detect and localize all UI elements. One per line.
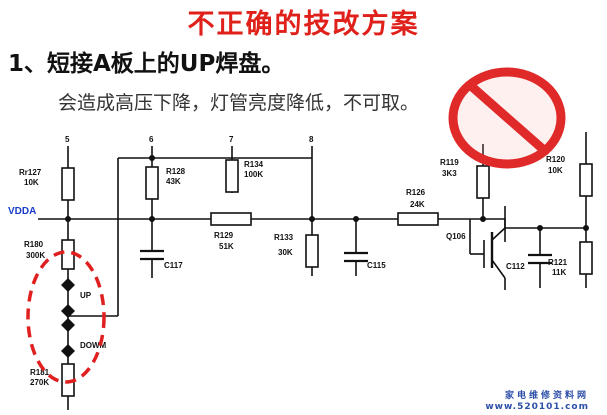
c115-ref: C115 [367, 261, 386, 270]
r134-value: 100K [244, 170, 263, 179]
pin-8-label: 8 [309, 135, 314, 144]
slide-title: 不正确的技改方案 [187, 9, 420, 40]
no-sign-icon [448, 67, 566, 169]
resistor-r127 [61, 167, 75, 201]
pad-down-label: DOWM [80, 341, 107, 350]
r134-ref: R134 [244, 160, 264, 169]
r181-value: 270K [30, 378, 49, 387]
r180-value: 300K [26, 251, 45, 260]
r119-value: 3K3 [442, 169, 457, 178]
resistor-r128 [145, 166, 159, 200]
r128-ref: R128 [166, 167, 186, 176]
r120-ref: R120 [546, 155, 566, 164]
capacitor-c115 [344, 251, 368, 263]
r121-ref: R121 [548, 258, 568, 267]
r126-ref: R126 [406, 188, 426, 197]
resistor-r129 [210, 212, 252, 226]
pin-7-label: 7 [229, 135, 234, 144]
r119-ref: R119 [440, 158, 459, 167]
circuit-schematic: 5 6 7 8 VDDA Rr127 10K R128 43K R134 100… [8, 132, 593, 410]
watermark: 家电维修资料网 www.520101.com [485, 391, 589, 413]
r133-value: 30K [278, 248, 293, 257]
pin-6-label: 6 [149, 135, 154, 144]
slide-heading: 1、短接A板上的UP焊盘。 [8, 51, 285, 77]
pin-5-label: 5 [65, 135, 70, 144]
resistor-r120 [579, 163, 593, 197]
capacitor-c112 [528, 253, 552, 265]
watermark-site-name: 家电维修资料网 [504, 391, 589, 401]
r129-value: 51K [219, 242, 234, 251]
resistor-r126 [397, 212, 439, 226]
c117-ref: C117 [164, 261, 183, 270]
solder-pads [61, 278, 75, 358]
r120-value: 10K [548, 166, 563, 175]
r127-ref: Rr127 [19, 168, 42, 177]
resistor-r134 [225, 159, 239, 193]
c112-ref: C112 [506, 262, 525, 271]
r129-ref: R129 [214, 231, 234, 240]
slide-description: 会造成高压下降，灯管亮度降低，不可取。 [58, 92, 420, 114]
resistor-r121 [579, 241, 593, 275]
r127-value: 10K [24, 178, 39, 187]
capacitor-c117 [140, 249, 164, 261]
highlight-ellipse [26, 250, 106, 384]
q106-ref: Q106 [446, 232, 466, 241]
r180-ref: R180 [24, 240, 44, 249]
r126-value: 24K [410, 200, 425, 209]
resistor-r119 [476, 165, 490, 199]
r133-ref: R133 [274, 233, 294, 242]
net-label-vdda: VDDA [8, 206, 36, 217]
r121-value: 11K [552, 268, 566, 277]
r181-ref: R181 [30, 368, 50, 377]
resistor-r133 [305, 234, 319, 268]
watermark-url: www.520101.com [485, 402, 589, 412]
r128-value: 43K [166, 177, 181, 186]
pad-up-label: UP [80, 291, 92, 300]
